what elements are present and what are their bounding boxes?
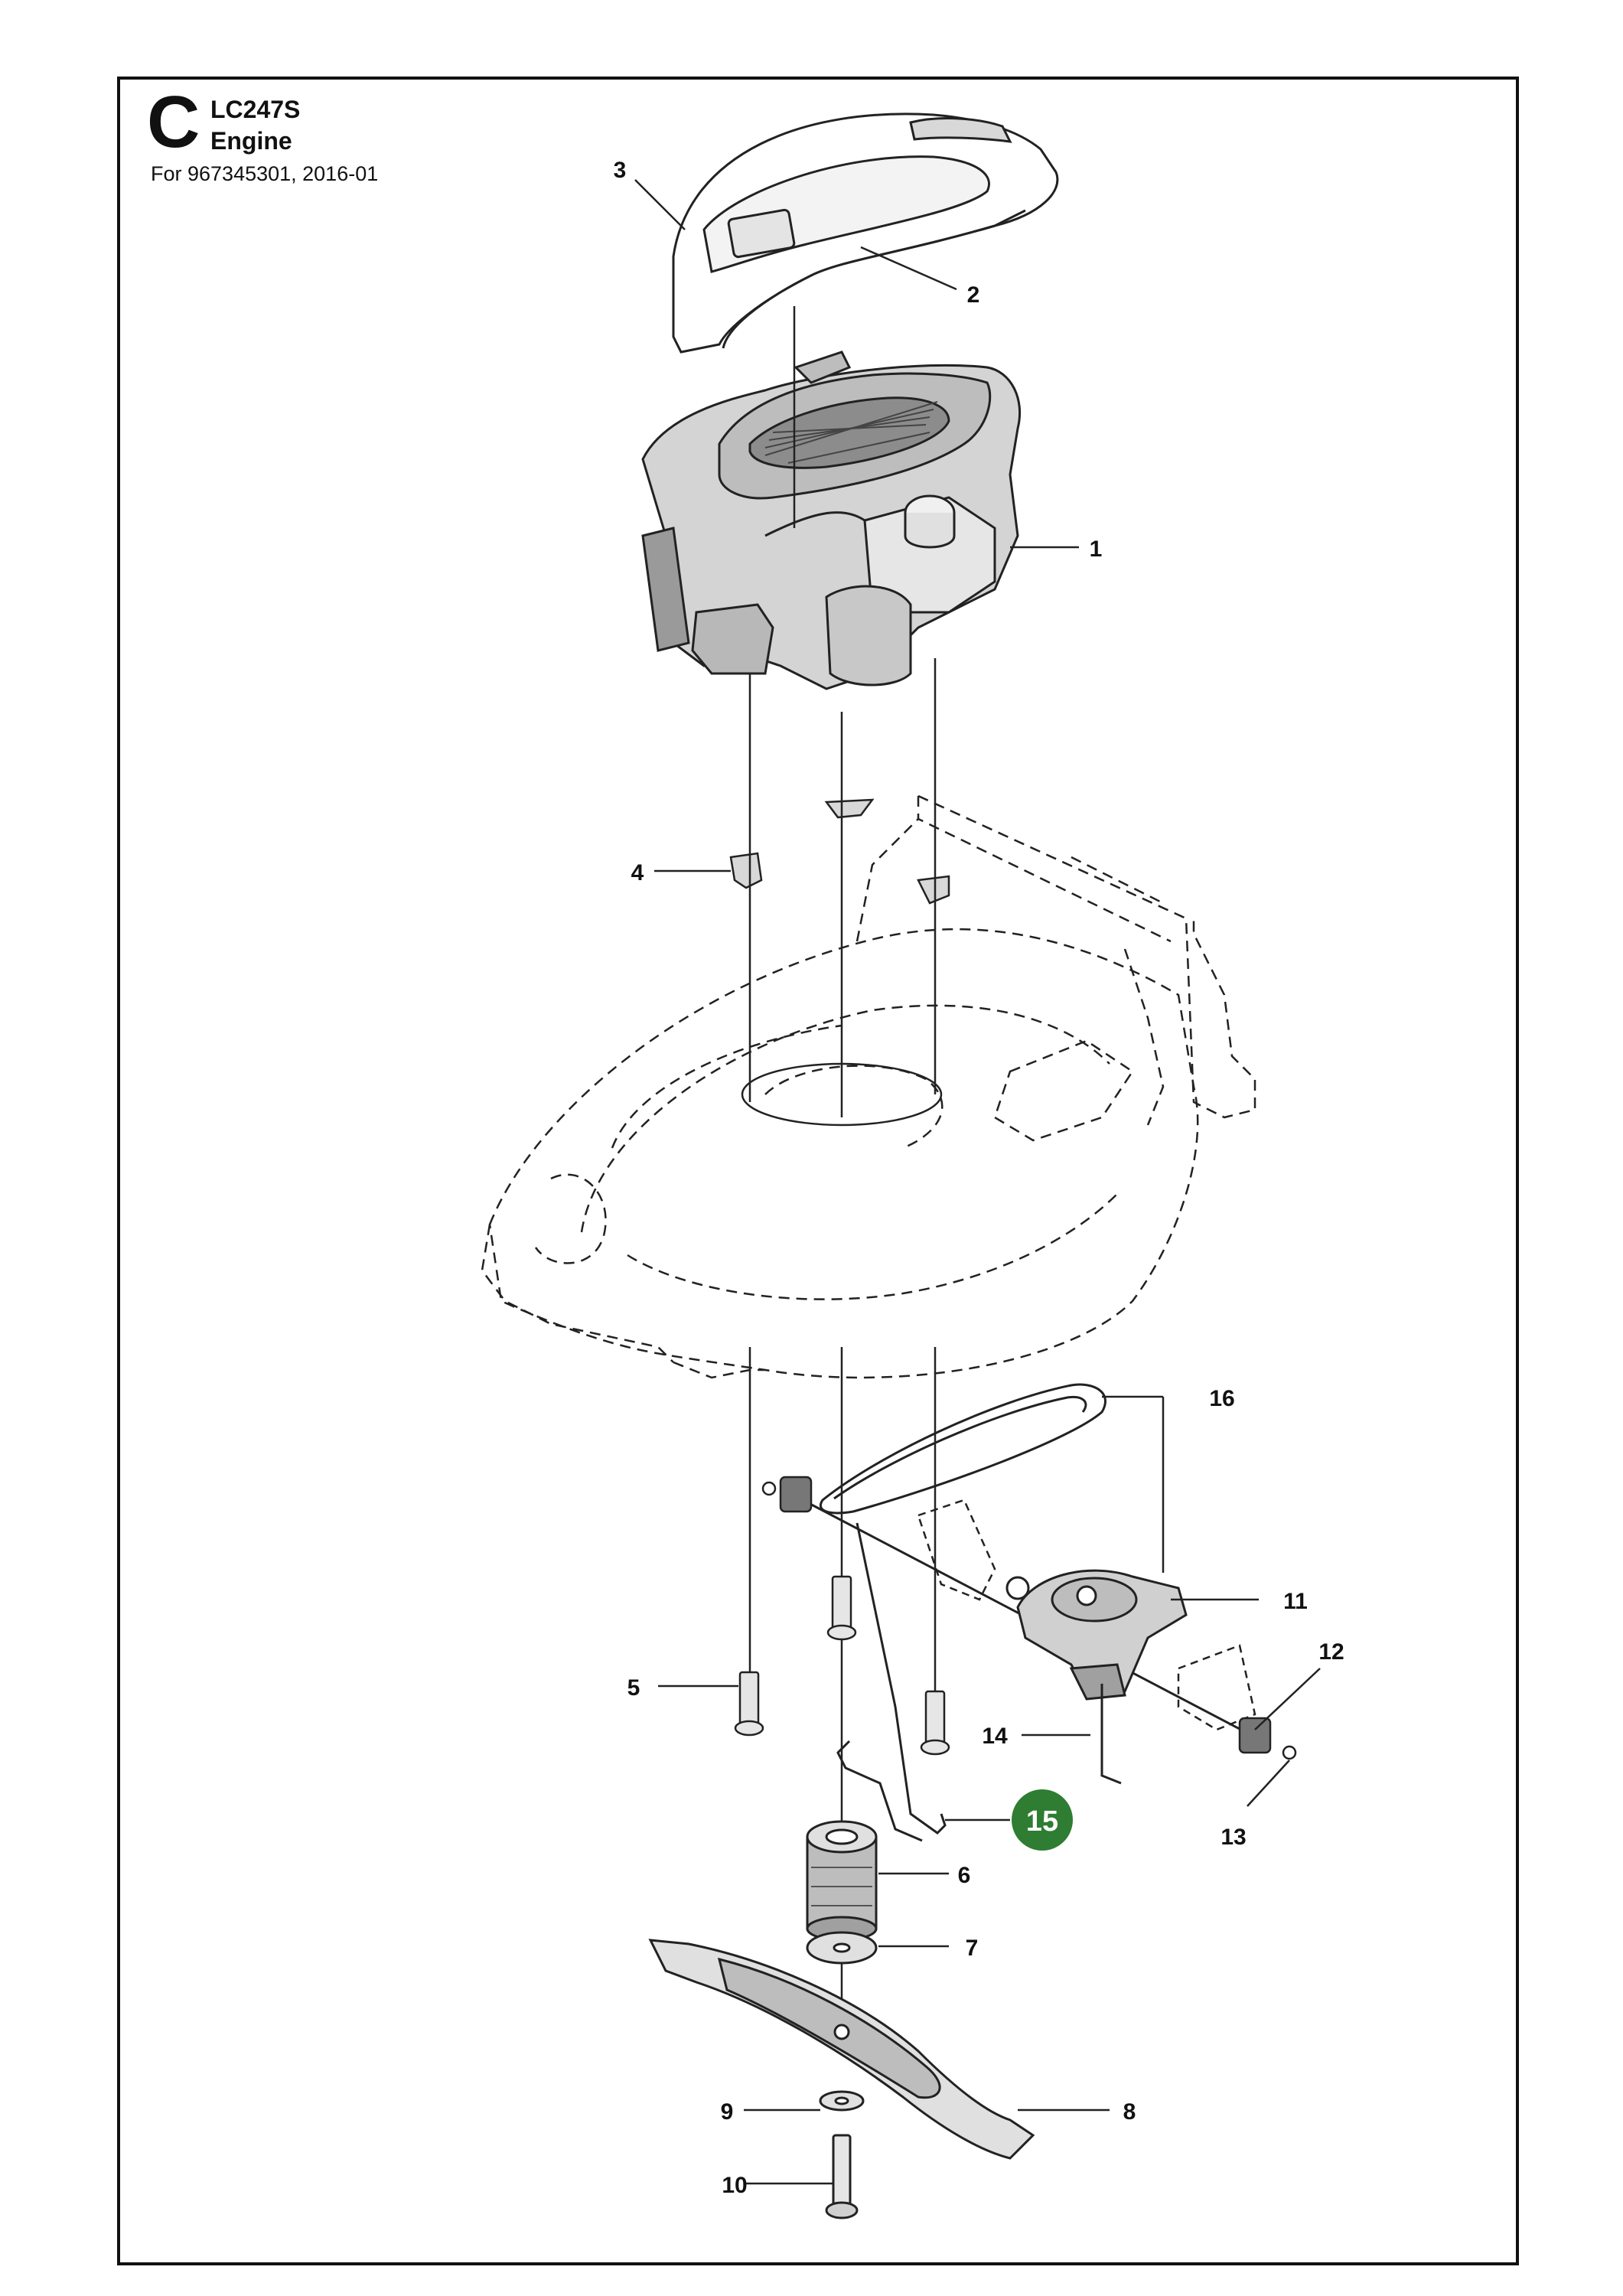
brake-wire: [836, 1522, 947, 1842]
callout-8: 8: [1123, 2099, 1136, 2125]
section-letter: C: [147, 81, 200, 163]
blade-adapter: [806, 1820, 878, 1942]
leader-lines: [634, 179, 1321, 2185]
section-title: Engine: [210, 127, 292, 155]
mower-deck-phantom: [481, 794, 1256, 1379]
callout-4: 4: [631, 860, 644, 885]
callout-6: 6: [958, 1863, 971, 1888]
bolt-washer: [819, 2090, 865, 2112]
callout-9: 9: [721, 2099, 734, 2125]
gearbox: [1005, 1569, 1188, 1701]
applicability-note: For 967345301, 2016-01: [151, 162, 379, 185]
blade-bolt: [825, 2134, 859, 2219]
callout-3: 3: [614, 158, 627, 183]
drive-belt: [820, 1383, 1106, 1515]
callout-11: 11: [1283, 1589, 1308, 1614]
callout-13: 13: [1221, 1825, 1246, 1850]
mounting-bolts: [734, 1575, 950, 1756]
engine-assembly: [641, 351, 1022, 690]
callout-1: 1: [1090, 536, 1103, 562]
callout-14: 14: [982, 1724, 1008, 1749]
callout-5: 5: [627, 1675, 640, 1701]
blade-washer: [806, 1931, 878, 1965]
callout-10: 10: [722, 2173, 747, 2198]
callout-16: 16: [1209, 1386, 1234, 1411]
callout-7: 7: [966, 1936, 979, 1961]
page-frame: [117, 77, 1519, 2265]
model-name: LC247S: [210, 96, 301, 123]
callout-2: 2: [967, 282, 980, 308]
callout-15-highlight: 15: [1012, 1789, 1073, 1851]
callout-15: 15: [1026, 1805, 1058, 1838]
engine-mount-clips: [729, 798, 950, 905]
engine-cover: [672, 113, 1059, 354]
cutting-blade: [648, 1939, 1035, 2160]
callout-labels: 1 2 3 4 5 6 7 8 9 10 11 12 13 14 15 16: [614, 158, 1344, 2198]
highlight-badge: [1012, 1789, 1073, 1851]
callout-12: 12: [1318, 1639, 1344, 1665]
key-pin: [1100, 1684, 1122, 1785]
